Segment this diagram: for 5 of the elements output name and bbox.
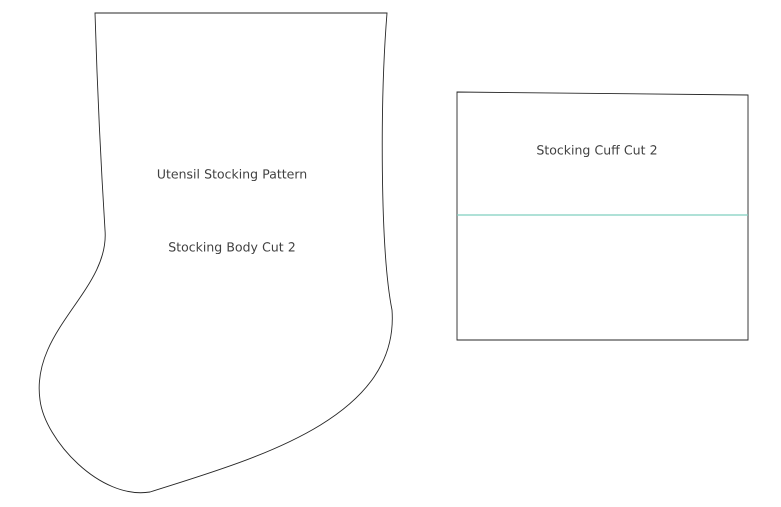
pattern-piece [456,92,748,340]
piece-label: Utensil Stocking Pattern [158,168,306,182]
piece-label: Stocking Cuff Cut 2 [537,144,656,158]
pattern-piece [38,12,392,494]
piece-label: Stocking Body Cut 2 [169,242,294,254]
